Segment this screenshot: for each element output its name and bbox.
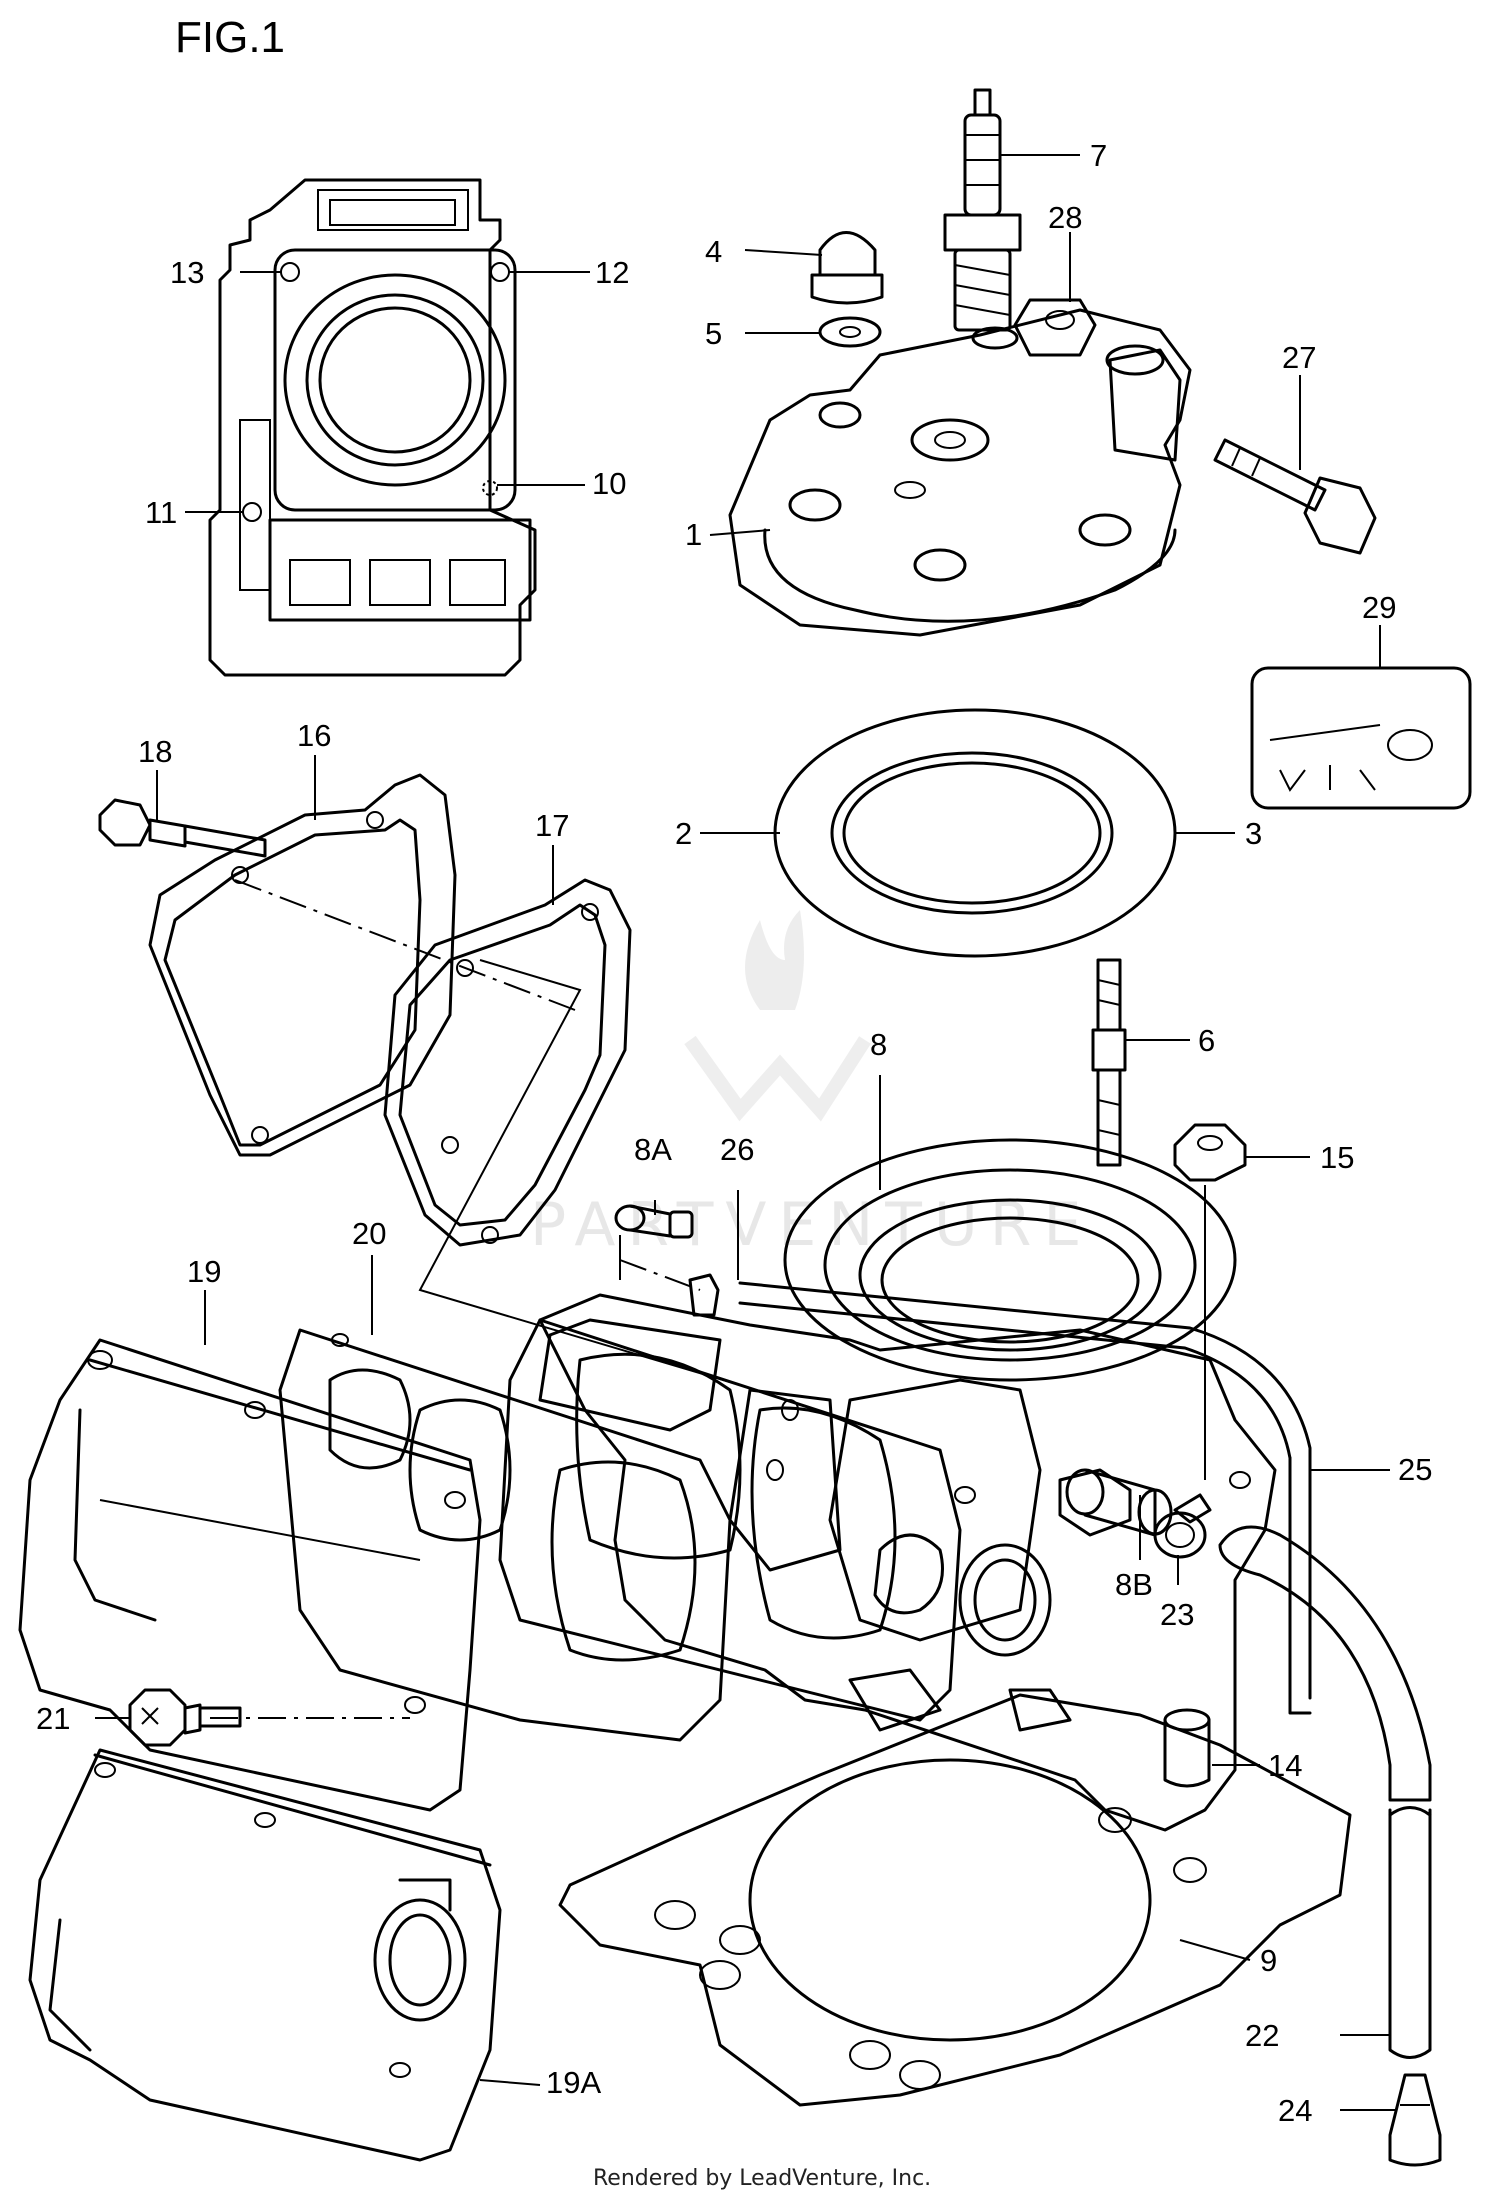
callout-15[interactable]: 15 xyxy=(1320,1140,1354,1175)
callout-13[interactable]: 13 xyxy=(170,255,204,290)
bolt-21[interactable] xyxy=(128,1688,242,1747)
exhaust-valve-cover-lower[interactable] xyxy=(28,1748,502,2162)
spark-plug[interactable] xyxy=(943,88,1022,332)
callout-20[interactable]: 20 xyxy=(352,1216,386,1251)
cylinder-head[interactable] xyxy=(728,308,1192,637)
watermark: PARTVENTURE xyxy=(530,910,1081,1260)
cylinder-assembly[interactable] xyxy=(538,1138,1277,1832)
caution-label[interactable] xyxy=(1250,666,1472,810)
callout-14[interactable]: 14 xyxy=(1268,1748,1302,1783)
base-gasket[interactable] xyxy=(558,1693,1352,2107)
leader-lines xyxy=(95,154,1395,2111)
callout-9[interactable]: 9 xyxy=(1260,1943,1277,1978)
callout-17[interactable]: 17 xyxy=(535,808,569,843)
callout-19[interactable]: 19 xyxy=(187,1254,221,1289)
flange-nut[interactable] xyxy=(1173,1123,1247,1182)
head-gasket-outer[interactable] xyxy=(773,708,1177,958)
exhaust-valve-cover[interactable] xyxy=(18,1338,482,1812)
head-gasket-ring[interactable] xyxy=(830,751,1114,915)
callout-26[interactable]: 26 xyxy=(720,1132,754,1167)
callout-5[interactable]: 5 xyxy=(705,316,722,351)
callout-25[interactable]: 25 xyxy=(1398,1452,1432,1487)
cover-gasket-16[interactable] xyxy=(148,773,457,1157)
pipe-connector[interactable] xyxy=(1065,1468,1173,1537)
callout-11[interactable]: 11 xyxy=(145,495,177,530)
exhaust-valve-housing[interactable] xyxy=(498,1318,962,1722)
callout-28[interactable]: 28 xyxy=(1048,200,1082,235)
callout-19A[interactable]: 19A xyxy=(546,2065,601,2100)
callout-23[interactable]: 23 xyxy=(1160,1597,1194,1632)
callout-2[interactable]: 2 xyxy=(675,816,692,851)
callouts: 7 4 28 5 27 13 12 11 10 1 29 18 16 17 2 … xyxy=(36,138,1432,2128)
cover-gasket-20[interactable] xyxy=(278,1328,732,1742)
callout-29[interactable]: 29 xyxy=(1362,590,1396,625)
callout-3[interactable]: 3 xyxy=(1245,816,1262,851)
footer-credit: Rendered by LeadVenture, Inc. xyxy=(593,2166,931,2191)
bolt-27[interactable] xyxy=(1213,438,1377,555)
callout-1[interactable]: 1 xyxy=(685,517,702,552)
callout-27[interactable]: 27 xyxy=(1282,340,1316,375)
callout-8[interactable]: 8 xyxy=(870,1027,887,1062)
callout-10[interactable]: 10 xyxy=(592,466,626,501)
callout-18[interactable]: 18 xyxy=(138,734,172,769)
bolt-18[interactable] xyxy=(98,798,267,858)
hose-clamp[interactable] xyxy=(1153,1493,1212,1559)
callout-6[interactable]: 6 xyxy=(1198,1023,1215,1058)
figure-title: FIG.1 xyxy=(175,13,285,62)
callout-4[interactable]: 4 xyxy=(705,234,722,269)
elbow-fitting[interactable] xyxy=(614,1204,694,1280)
callout-8A[interactable]: 8A xyxy=(634,1132,672,1167)
collar[interactable] xyxy=(1163,1708,1211,1788)
stud-bolt[interactable] xyxy=(1091,958,1127,1167)
callout-24[interactable]: 24 xyxy=(1278,2093,1312,2128)
cover-gasket-17[interactable] xyxy=(383,878,632,1247)
callout-21[interactable]: 21 xyxy=(36,1701,70,1736)
callout-16[interactable]: 16 xyxy=(297,718,331,753)
callout-8B[interactable]: 8B xyxy=(1115,1567,1153,1602)
nut-28[interactable] xyxy=(1013,298,1097,357)
callout-12[interactable]: 12 xyxy=(595,255,629,290)
cylinder-top-view[interactable] xyxy=(208,178,537,677)
water-hose-25[interactable] xyxy=(738,1281,1312,1715)
washer[interactable] xyxy=(818,316,882,348)
callout-22[interactable]: 22 xyxy=(1245,2018,1279,2053)
rubber-plug[interactable] xyxy=(1388,2073,1442,2167)
water-hose-22[interactable] xyxy=(1218,1525,1432,2059)
hose-clip[interactable] xyxy=(688,1273,720,1317)
cap-nut[interactable] xyxy=(810,231,884,305)
callout-7[interactable]: 7 xyxy=(1090,138,1107,173)
